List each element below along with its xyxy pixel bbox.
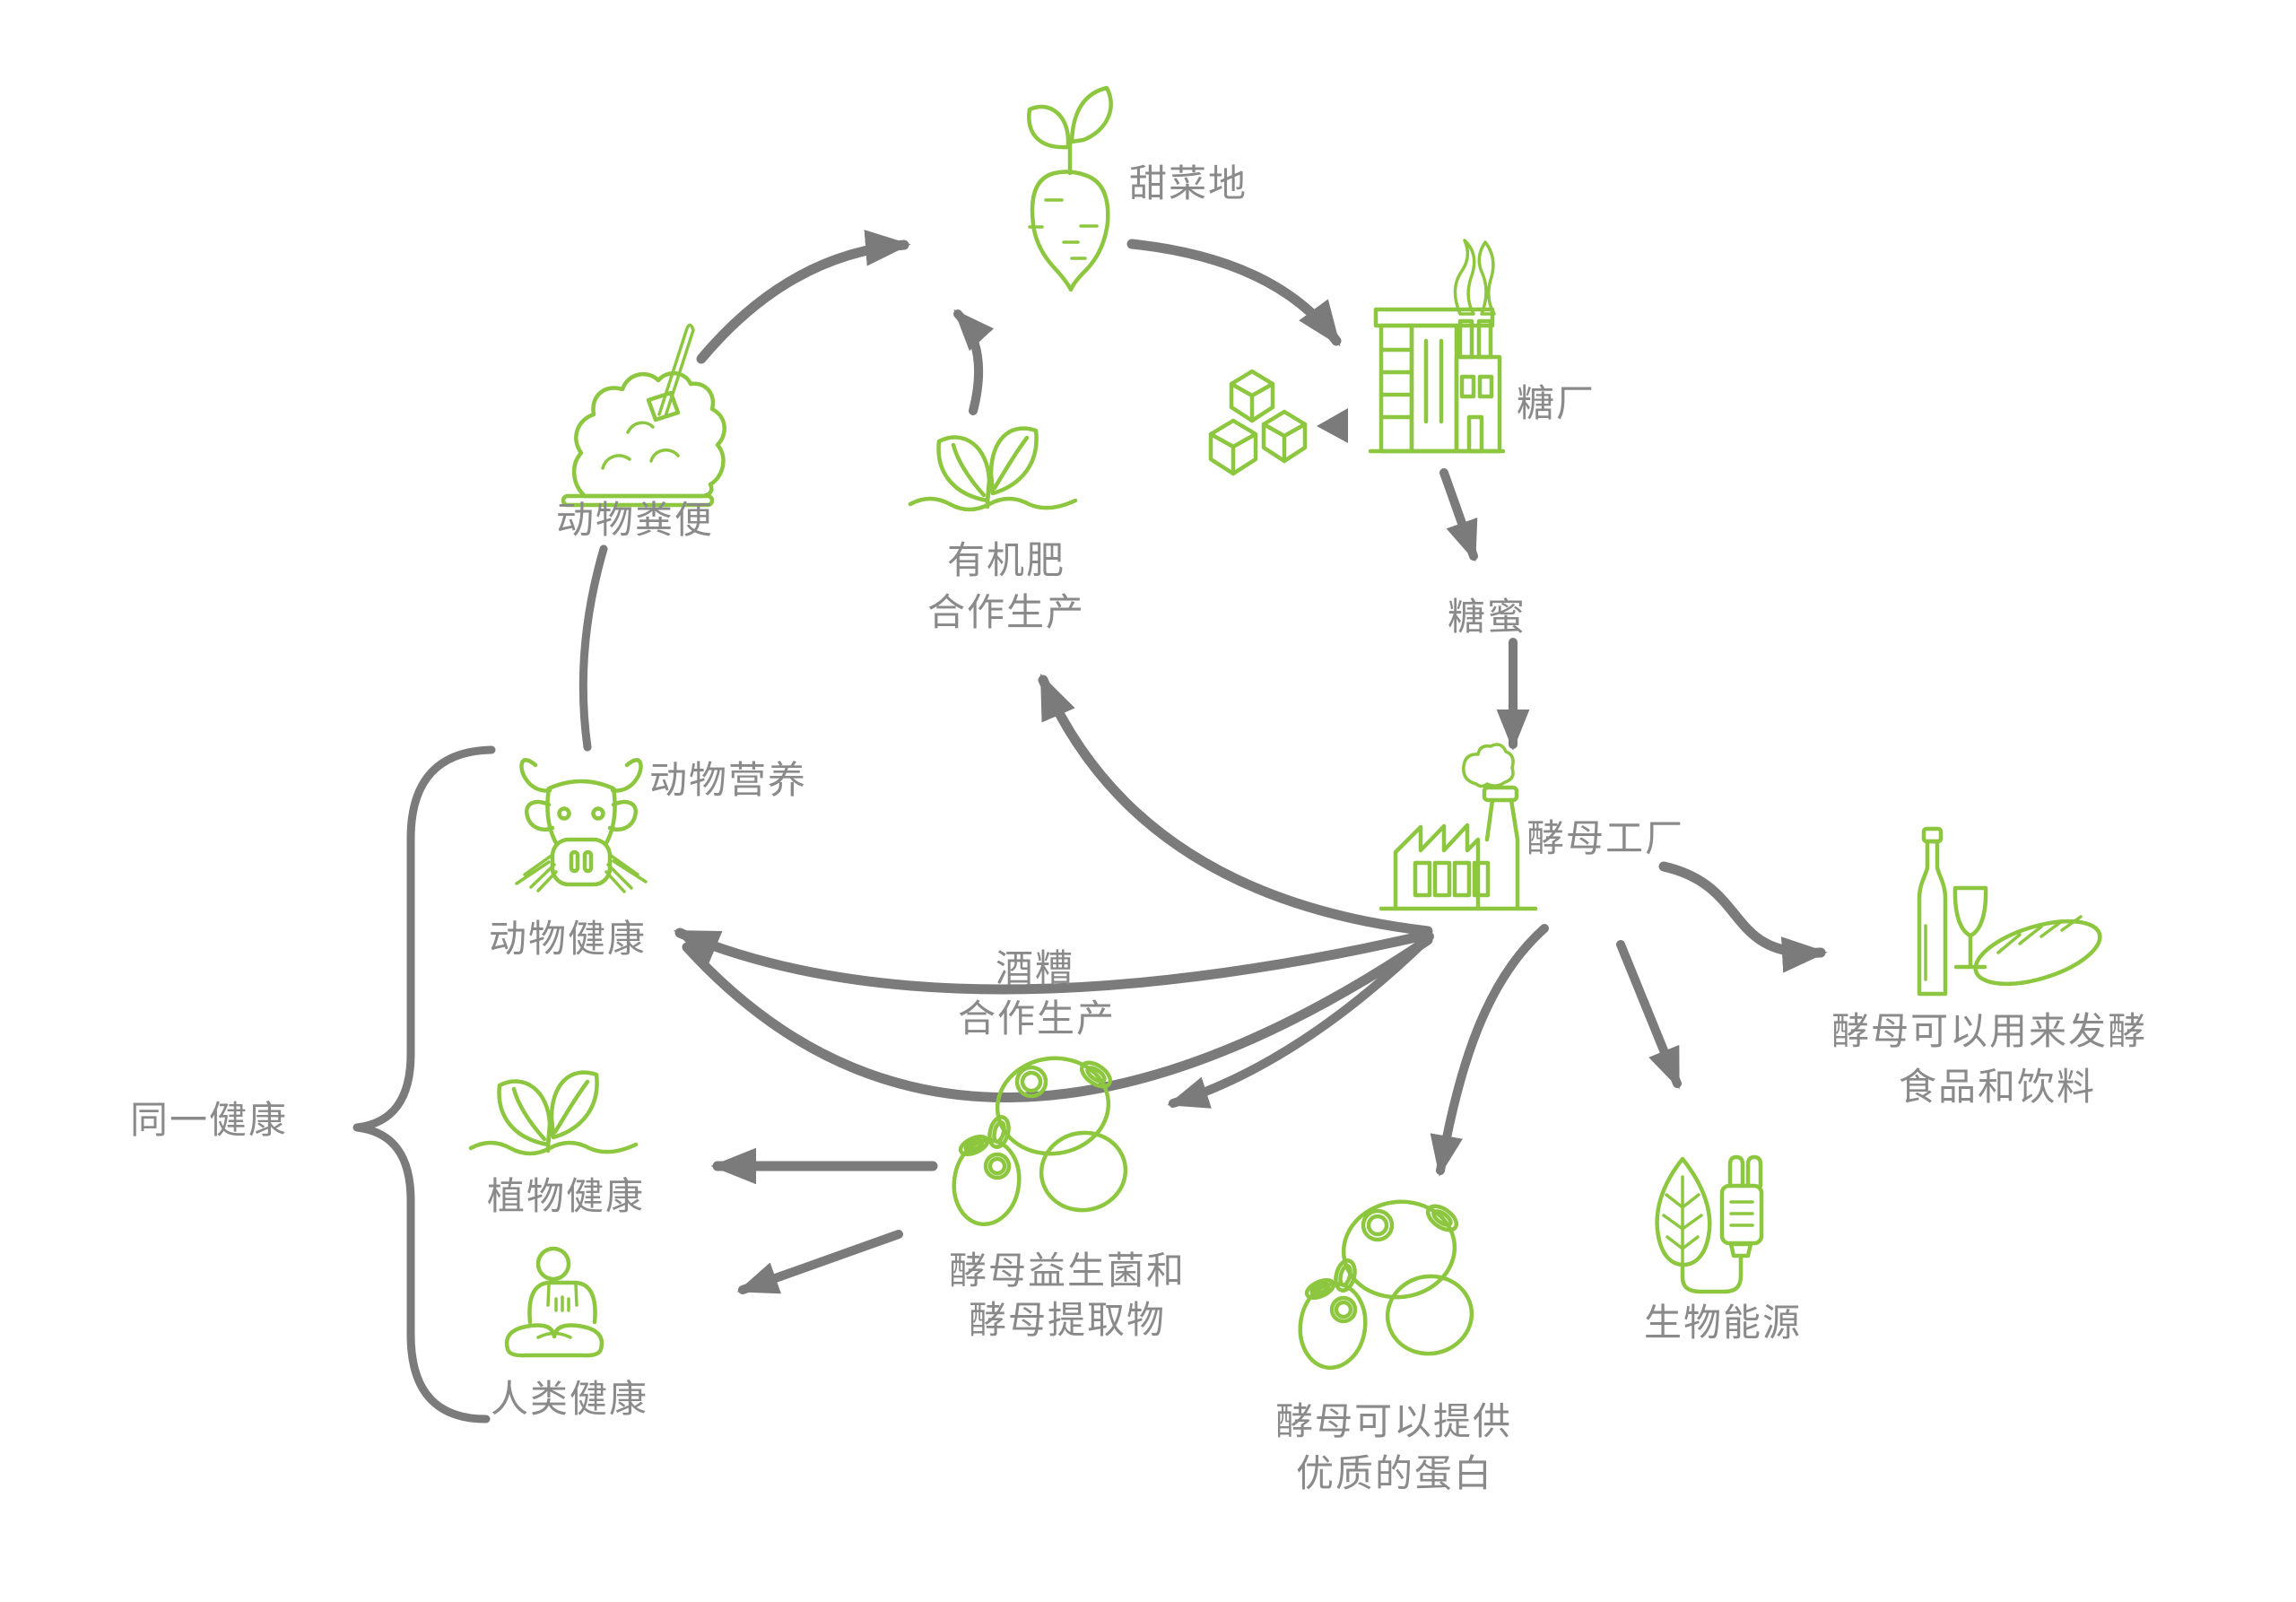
beet-icon [1027, 85, 1113, 292]
yeast-protein-label-line1: 酵母可以提供 [1274, 1400, 1513, 1442]
flow-arrows [352, 230, 1828, 1424]
cow-icon [515, 758, 648, 893]
sugar-factory-label: 糖厂 [1516, 382, 1596, 424]
beet-field-label: 甜菜地 [1128, 162, 1248, 205]
arrow-sugar-factory-to-molasses [1439, 468, 1478, 562]
arrow-factory-to-yeast-probiotics [1167, 932, 1434, 1109]
yeast-cells-protein-icon [1295, 1195, 1478, 1372]
one-health-brace [352, 745, 496, 1424]
one-health-label: 同一健康 [129, 1099, 289, 1141]
sugar-cubes-icon [1208, 369, 1308, 476]
animal-health-label: 动物健康 [488, 918, 648, 960]
arrow-sugar-factory-to-cubes [1317, 408, 1348, 443]
wine-and-bread-icon [1917, 826, 2102, 997]
fermented-food-label-line1: 酵母可以用来发酵 [1831, 1010, 2148, 1052]
manure-pile-icon [561, 323, 726, 508]
arrow-factory-to-fertilizer [1038, 674, 1433, 936]
arrow-factory-to-animal-lower [682, 935, 1433, 1102]
arrow-factory-to-yeast-protein [1430, 924, 1549, 1177]
human-health-label: 人类健康 [490, 1378, 649, 1420]
yeast-factory-label: 酵母工厂 [1526, 817, 1685, 859]
yeast-probiotics-label-line2: 酵母提取物 [968, 1299, 1167, 1341]
plant-health-label: 植物健康 [486, 1175, 646, 1217]
sprout-icon [910, 429, 1075, 509]
yeast-protein-label-line2: 优质的蛋白 [1295, 1452, 1494, 1494]
arrow-factory-to-fermented-food [1658, 861, 1828, 973]
arrow-probiotics-to-human-health [736, 1230, 903, 1294]
arrow-fertilizer-to-beet [953, 309, 995, 415]
yeast-cells-icon [949, 1051, 1132, 1229]
animal-manure-label: 动物粪便 [555, 499, 715, 541]
bioenergy-label: 生物能源 [1643, 1302, 1803, 1344]
animal-nutrition-label: 动物营养 [648, 759, 808, 801]
connector-cow-to-manure [578, 544, 608, 752]
organic-fertilizer-label-line1: 有机肥 [946, 539, 1066, 581]
yeast-probiotics-label-line1: 酵母益生菌和 [948, 1249, 1187, 1292]
yeast-factory-icon [1378, 743, 1538, 911]
sugar-factory-icon [1368, 239, 1506, 454]
plant-health-sprout-icon [471, 1073, 636, 1154]
arrow-factory-to-bioenergy [1616, 940, 1682, 1090]
arrow-manure-to-beet [696, 230, 911, 364]
vinasse-label-line1: 酒糟 [995, 947, 1075, 989]
leaf-plug-icon [1655, 1154, 1764, 1294]
organic-fertilizer-label-line2: 合作生产 [926, 591, 1086, 633]
arrow-factory-to-animal-upper [674, 927, 1433, 995]
fermented-food-label-line2: 食品和饮料 [1898, 1066, 2097, 1108]
vinasse-label-line2: 合作生产 [957, 997, 1117, 1040]
arrow-beet-to-sugar-factory [1126, 239, 1342, 347]
molasses-label: 糖蜜 [1447, 596, 1527, 638]
meditating-person-icon [504, 1246, 604, 1358]
